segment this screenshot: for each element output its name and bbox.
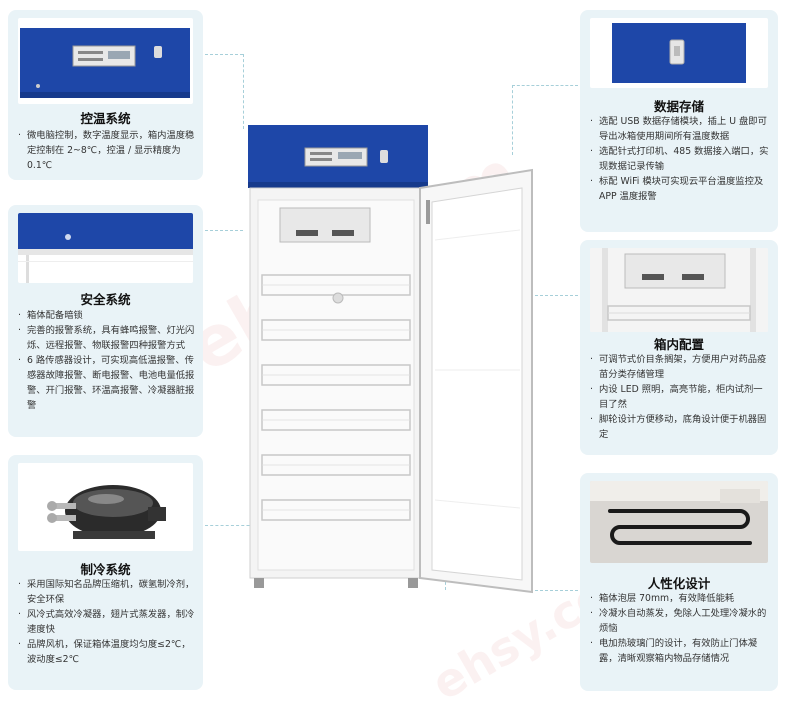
connector-line — [205, 525, 265, 526]
safety-image — [18, 213, 193, 283]
list-item: 完善的报警系统，具有蜂鸣报警、灯光闪烁、远程报警、物联报警四种报警方式 — [18, 323, 195, 353]
connector-line — [205, 230, 243, 231]
list-item: 箱体泡层 70mm，有效降低能耗 — [590, 591, 770, 606]
connector-line — [243, 54, 244, 129]
list-item: 微电脑控制，数字温度显示，箱内温度稳定控制在 2~8℃，控温 / 显示精度为 0… — [18, 128, 195, 173]
humanized-card: 人性化设计 箱体泡层 70mm，有效降低能耗 冷凝水自动蒸发，免除人工处理冷凝水… — [580, 473, 778, 691]
list-item: 可调节式价目条搁架，方便用户对药品疫苗分类存储管理 — [590, 352, 770, 382]
interior-image — [590, 248, 768, 332]
list-item: 6 路传感器设计，可实现高低温报警、传感器故障报警、断电报警、电池电量低报警、开… — [18, 353, 195, 413]
interior-card: 箱内配置 可调节式价目条搁架，方便用户对药品疫苗分类存储管理 内设 LED 照明… — [580, 240, 778, 455]
temp-control-list: 微电脑控制，数字温度显示，箱内温度稳定控制在 2~8℃，控温 / 显示精度为 0… — [18, 128, 195, 173]
list-item: 内设 LED 照明，高亮节能，柜内试剂一目了然 — [590, 382, 770, 412]
refrigeration-list: 采用国际知名品牌压缩机，碳氢制冷剂，安全环保 风冷式高效冷凝器，翅片式蒸发器，制… — [18, 577, 195, 667]
list-item: 标配 WiFi 模块可实现云平台温度监控及 APP 温度报警 — [590, 174, 770, 204]
list-item: 选配针式打印机、485 数据接入端口，实现数据记录传输 — [590, 144, 770, 174]
connector-line — [205, 54, 243, 55]
interior-list: 可调节式价目条搁架，方便用户对药品疫苗分类存储管理 内设 LED 照明，高亮节能… — [590, 352, 770, 442]
list-item: 选配 USB 数据存储模块，插上 U 盘即可导出冰箱使用期间所有温度数据 — [590, 114, 770, 144]
data-storage-list: 选配 USB 数据存储模块，插上 U 盘即可导出冰箱使用期间所有温度数据 选配针… — [590, 114, 770, 204]
condenser-image — [590, 481, 768, 563]
list-item: 品牌风机，保证箱体温度均匀度≤2℃，波动度≤2℃ — [18, 637, 195, 667]
list-item: 电加热玻璃门的设计，有效防止门体凝露，清晰观察箱内物品存储情况 — [590, 636, 770, 666]
connector-line — [512, 85, 578, 86]
list-item: 风冷式高效冷凝器，翅片式蒸发器，制冷速度快 — [18, 607, 195, 637]
temp-control-card: 控温系统 微电脑控制，数字温度显示，箱内温度稳定控制在 2~8℃，控温 / 显示… — [8, 10, 203, 180]
refrigeration-title: 制冷系统 — [80, 562, 131, 577]
usb-module-image — [590, 18, 768, 88]
humanized-list: 箱体泡层 70mm，有效降低能耗 冷凝水自动蒸发，免除人工处理冷凝水的烦恼 电加… — [590, 591, 770, 666]
data-storage-title: 数据存储 — [653, 99, 704, 114]
humanized-title: 人性化设计 — [647, 576, 711, 591]
control-panel-image — [18, 18, 193, 104]
list-item: 冷凝水自动蒸发，免除人工处理冷凝水的烦恼 — [590, 606, 770, 636]
temp-control-title: 控温系统 — [80, 111, 131, 126]
list-item: 脚轮设计方便移动，底角设计便于机器固定 — [590, 412, 770, 442]
interior-title: 箱内配置 — [653, 337, 704, 352]
refrigeration-card: 制冷系统 采用国际知名品牌压缩机，碳氢制冷剂，安全环保 风冷式高效冷凝器，翅片式… — [8, 455, 203, 690]
data-storage-card: 数据存储 选配 USB 数据存储模块，插上 U 盘即可导出冰箱使用期间所有温度数… — [580, 10, 778, 232]
list-item: 箱体配备暗锁 — [18, 308, 195, 323]
list-item: 采用国际知名品牌压缩机，碳氢制冷剂，安全环保 — [18, 577, 195, 607]
connector-line — [512, 85, 513, 155]
connector-line — [530, 590, 578, 591]
safety-card: 安全系统 箱体配备暗锁 完善的报警系统，具有蜂鸣报警、灯光闪烁、远程报警、物联报… — [8, 205, 203, 437]
safety-title: 安全系统 — [80, 292, 131, 307]
compressor-image — [18, 463, 193, 551]
safety-list: 箱体配备暗锁 完善的报警系统，具有蜂鸣报警、灯光闪烁、远程报警、物联报警四种报警… — [18, 308, 195, 413]
fridge-image — [240, 120, 550, 600]
